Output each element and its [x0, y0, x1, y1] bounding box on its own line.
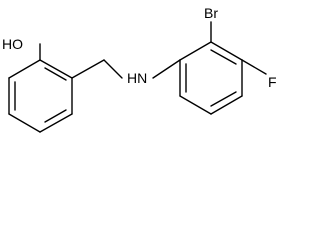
methylene-bond: [103, 59, 123, 79]
phenol-ring: [8, 59, 73, 133]
bond: [39, 59, 73, 79]
fluorine-bond: [241, 59, 267, 75]
bond: [39, 113, 73, 133]
fluorine-label: F: [268, 74, 277, 90]
bond: [179, 95, 212, 115]
bond: [179, 41, 212, 61]
amine-label: HN: [127, 70, 147, 86]
structure-diagram: HO HN Br F: [2, 5, 277, 133]
double-bond: [210, 49, 237, 65]
aniline-ring: [179, 41, 243, 115]
bromine-label: Br: [204, 5, 218, 21]
amine-bond: [152, 59, 181, 79]
molecule-drawing: HO HN Br F: [2, 5, 277, 133]
double-bond: [210, 91, 237, 107]
bond: [8, 113, 41, 133]
double-bond: [44, 67, 67, 81]
methylene-bond: [71, 59, 105, 79]
bond: [8, 59, 41, 79]
bond: [210, 41, 243, 61]
bond: [210, 95, 243, 115]
double-bond: [44, 109, 67, 123]
hydroxyl-label: HO: [2, 36, 23, 52]
